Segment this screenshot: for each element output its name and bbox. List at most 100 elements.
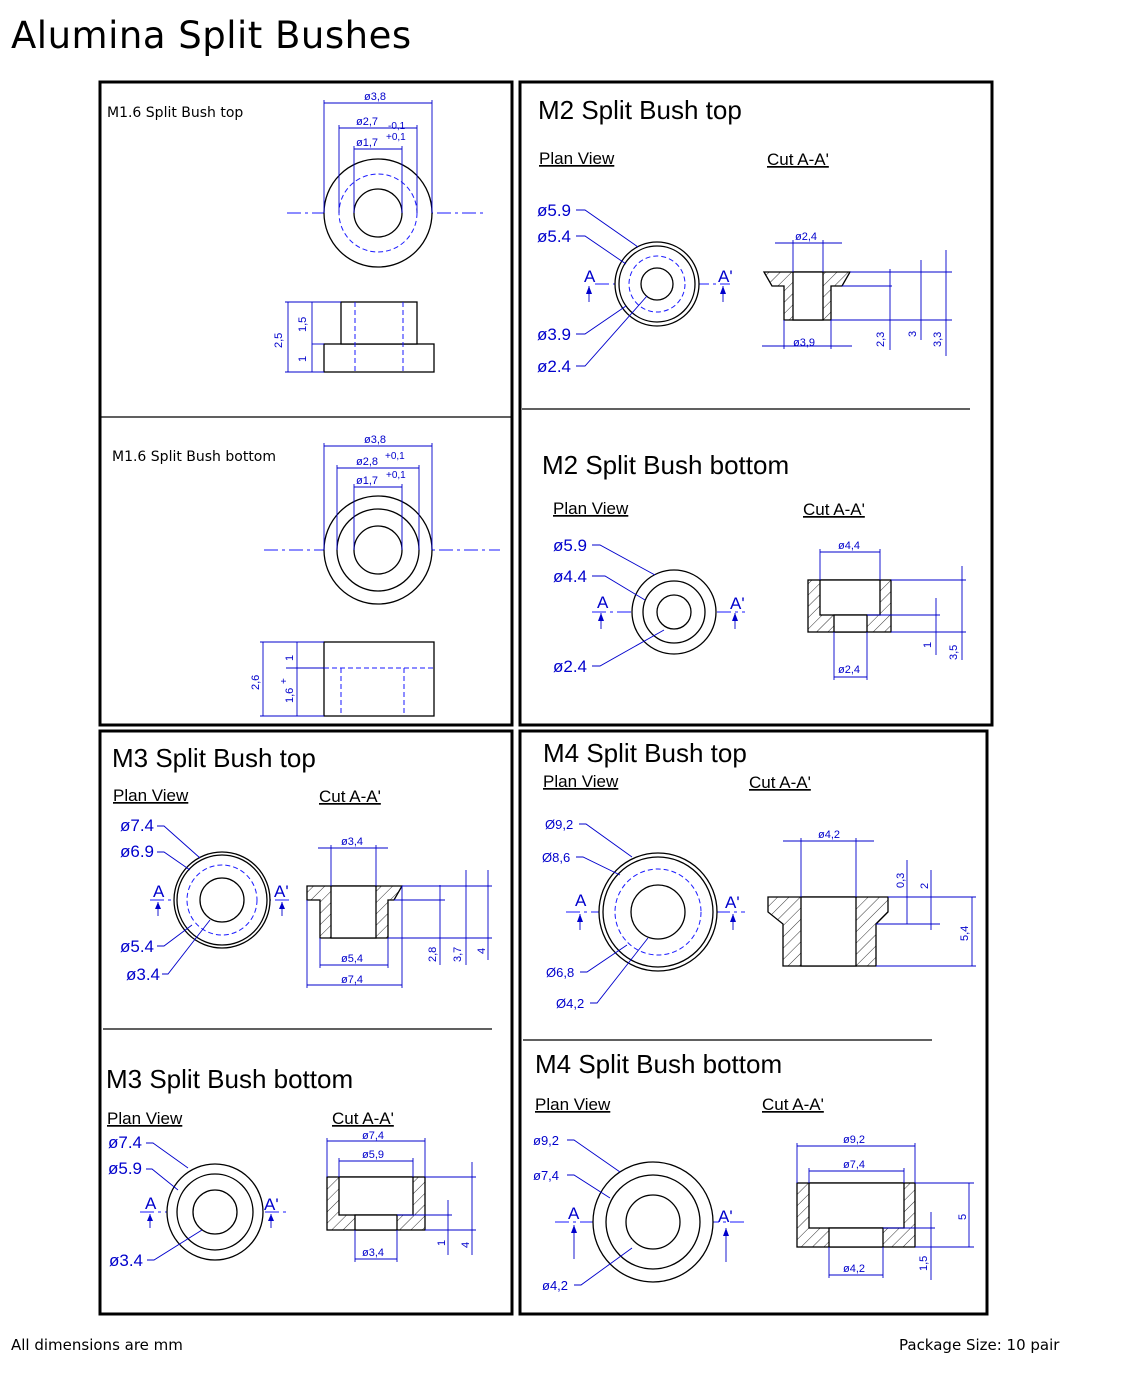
dim-d1: ø3,8 [364, 91, 386, 103]
m3-bottom-drawing: M3 Split Bush bottom Plan View Cut A-A' … [106, 1064, 476, 1270]
dim-d-top: ø2,4 [795, 231, 817, 243]
lead-l4: ø3.4 [126, 965, 160, 984]
m16-bottom-drawing: M1.6 Split Bush bottom ø3,8 ø2,8 +0,1 ø1… [112, 434, 500, 717]
section-a2: A' [264, 1195, 279, 1214]
package-size: Package Size: 10 pair [899, 1336, 1060, 1354]
frame-m4 [518, 729, 989, 1316]
dim-h2: 3,5 [948, 645, 960, 660]
lead-l3: ø3.4 [109, 1251, 143, 1270]
lead-l1: ø5.9 [553, 536, 587, 555]
frame-m2 [518, 80, 994, 727]
dim-h-lower: 1,6 [284, 688, 296, 703]
cut-label: Cut A-A' [332, 1109, 394, 1128]
dim-d-top1: ø9,2 [843, 1134, 865, 1146]
dim-d-bot: ø7,4 [341, 974, 363, 986]
section-a2: A' [730, 594, 745, 613]
dim-h1: 5 [957, 1214, 969, 1220]
lead-l3: Ø6,8 [546, 965, 574, 980]
flange-rect [323, 343, 435, 373]
cut-label: Cut A-A' [803, 500, 865, 519]
dim-d-top: ø4,4 [838, 540, 860, 552]
dim-h1: 2,3 [875, 332, 887, 347]
lead-l4: Ø4,2 [556, 996, 584, 1011]
dim-h2: 3 [907, 331, 919, 337]
lead-l2: ø4.4 [553, 567, 587, 586]
m16-top-title: M1.6 Split Bush top [107, 105, 243, 121]
m3-bottom-title: M3 Split Bush bottom [106, 1064, 353, 1094]
m3-top-title: M3 Split Bush top [112, 743, 316, 773]
lead-l2: ø5.4 [537, 227, 571, 246]
m2-bottom-drawing: M2 Split Bush bottom Plan View Cut A-A' … [542, 450, 966, 680]
dim-d-mid: ø5,4 [341, 953, 363, 965]
lead-l2: ø5.9 [108, 1159, 142, 1178]
dim-d-top2: ø7,4 [843, 1159, 865, 1171]
dim-h3: 3,3 [932, 332, 944, 347]
dim-d-bot: ø2,4 [838, 664, 860, 676]
dim-h-total: 2,6 [250, 675, 262, 690]
m2-top-title: M2 Split Bush top [538, 95, 742, 125]
section-a: A [584, 267, 596, 286]
dim-d-top: ø3,4 [341, 836, 363, 848]
lead-l3: ø5.4 [120, 937, 154, 956]
dim-d3-tol: +0,1 [386, 132, 406, 143]
dim-h1: 0,3 [895, 873, 907, 888]
dim-h2: 1,5 [918, 1256, 930, 1271]
section-a: A [597, 593, 609, 612]
dim-d3: ø1,7 [356, 475, 378, 487]
panel-frames [98, 80, 994, 1316]
lead-l2: Ø8,6 [542, 850, 570, 865]
dim-d-bot: ø4,2 [843, 1263, 865, 1275]
plan-view-label: Plan View [107, 1109, 183, 1128]
m16-bottom-title: M1.6 Split Bush bottom [112, 449, 276, 465]
dim-h1: 2,8 [427, 947, 439, 962]
plan-view-label: Plan View [113, 786, 189, 805]
dim-d1: ø3,8 [364, 434, 386, 446]
lead-l4: ø2.4 [537, 357, 571, 376]
cut-label: Cut A-A' [319, 787, 381, 806]
section-a: A [145, 1194, 157, 1213]
lead-l1: ø9,2 [533, 1133, 559, 1148]
plan-view-label: Plan View [539, 149, 615, 168]
dim-d2-tol: -0,1 [388, 121, 406, 132]
page-title: Alumina Split Bushes [11, 14, 412, 57]
dim-h2: 3,7 [452, 947, 464, 962]
dim-h-lower: 1 [297, 356, 309, 362]
dim-d-bot: ø3,4 [362, 1247, 384, 1259]
section-a2: A' [718, 267, 733, 286]
plan-view-label: Plan View [553, 499, 629, 518]
dim-h1: 1 [436, 1240, 448, 1246]
m2-top-drawing: M2 Split Bush top Plan View Cut A-A' A A… [537, 95, 952, 376]
dim-d2: ø2,8 [356, 456, 378, 468]
lead-l3: ø3.9 [537, 325, 571, 344]
plan-view-label: Plan View [535, 1095, 611, 1114]
cut-label: Cut A-A' [762, 1095, 824, 1114]
section-a2: A' [725, 893, 740, 912]
bore-circle [353, 188, 403, 238]
frame-m3 [98, 729, 514, 1316]
m4-top-drawing: M4 Split Bush top Plan View Cut A-A' A A… [542, 738, 976, 1011]
cut-label: Cut A-A' [767, 150, 829, 169]
m3-top-drawing: M3 Split Bush top Plan View Cut A-A' A A… [112, 743, 492, 988]
body-rect [340, 301, 418, 345]
dim-h2: 4 [460, 1242, 472, 1248]
lead-l2: ø7,4 [533, 1168, 559, 1183]
dim-d2: ø2,7 [356, 116, 378, 128]
section-a: A [568, 1204, 580, 1223]
dim-h3: 4 [476, 948, 488, 954]
dim-h-upper: 1,5 [297, 317, 309, 332]
lead-l3: ø2.4 [553, 657, 587, 676]
dim-d-top1: ø7,4 [362, 1130, 384, 1142]
dim-h3: 5,4 [959, 926, 971, 941]
dim-h2: 2 [919, 883, 931, 889]
dim-h1: 1 [922, 642, 934, 648]
lead-l1: ø5.9 [537, 201, 571, 220]
m4-top-title: M4 Split Bush top [543, 738, 747, 768]
dim-d2-tol: +0,1 [385, 451, 405, 462]
lead-l1: ø7.4 [108, 1133, 142, 1152]
units-note: All dimensions are mm [11, 1336, 183, 1354]
m16-top-drawing: M1.6 Split Bush top ø3,8 ø2,7 -0,1 ø1,7 … [107, 91, 483, 373]
cut-label: Cut A-A' [749, 773, 811, 792]
frame-m16 [98, 80, 514, 727]
lead-l1: Ø9,2 [545, 817, 573, 832]
